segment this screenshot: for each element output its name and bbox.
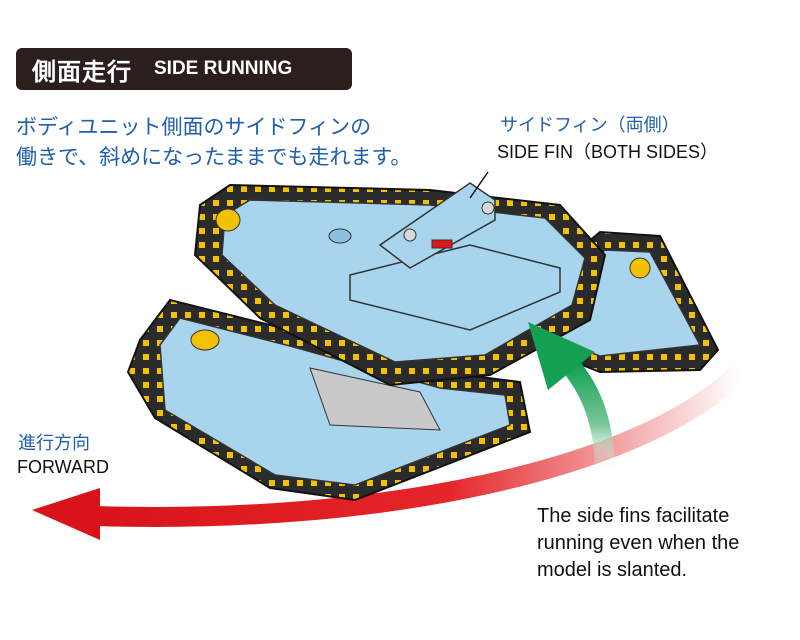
description-line-1: ボディユニット側面のサイドフィンの [16, 115, 372, 139]
forward-label-jp: 進行方向 [18, 433, 90, 454]
section-header: 側面走行 SIDE RUNNING [16, 48, 352, 90]
note-line-1: The side fins facilitate [537, 505, 730, 527]
side-fin [378, 182, 496, 269]
header-title-en: SIDE RUNNING [154, 58, 293, 79]
header-title-jp: 側面走行 [32, 57, 132, 86]
forward-arrow [32, 364, 747, 540]
note-line-2: running even when the [537, 532, 740, 554]
lower-track-unit [126, 298, 532, 502]
side-fin-leader-line [469, 171, 489, 199]
note-line-3: model is slanted. [537, 559, 688, 581]
description-jp: ボディユニット側面のサイドフィンの 働きで、斜めになったままでも走れます。 [16, 112, 411, 172]
description-line-2: 働きで、斜めになったままでも走れます。 [16, 145, 412, 169]
side-fin-label-en: SIDE FIN（BOTH SIDES） [497, 142, 719, 162]
side-fin-label-jp: サイドフィン（両側） [500, 115, 680, 136]
fin-action-arrow [528, 322, 615, 476]
upper-track-unit [193, 183, 607, 387]
forward-label-en: FORWARD [17, 457, 109, 477]
side-fin-note: The side fins facilitate running even wh… [537, 503, 797, 584]
